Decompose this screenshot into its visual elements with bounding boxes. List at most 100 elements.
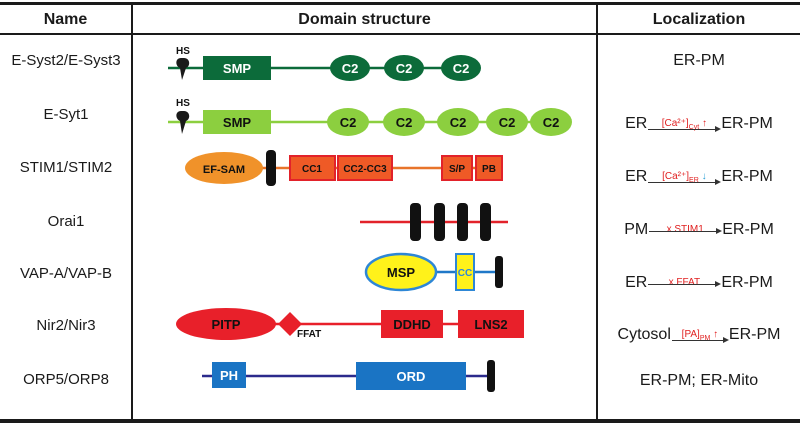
ef-sam-domain bbox=[185, 152, 263, 184]
ddhd-label: DDHD bbox=[393, 317, 431, 332]
condition-label: x STIM1 bbox=[666, 224, 704, 235]
cc-domain bbox=[455, 253, 475, 291]
transition-arrow: [PA]PM ↑ bbox=[671, 329, 729, 347]
localization-transition: ER[Ca²⁺]Cyt ↑ER-PM bbox=[598, 114, 800, 136]
hs-label: HS bbox=[176, 46, 190, 57]
cc-label: CC bbox=[458, 268, 472, 279]
header-domain-structure: Domain structure bbox=[298, 11, 431, 28]
smp-domain bbox=[203, 56, 271, 80]
loc-from: ER bbox=[625, 274, 648, 291]
transmembrane-segment bbox=[480, 203, 491, 241]
esyt23-structure: HS SMP C2 C2 C2 bbox=[168, 46, 481, 81]
ord-label: ORD bbox=[397, 369, 426, 384]
protein-name: ORP5/ORP8 bbox=[23, 371, 109, 388]
smp-label: SMP bbox=[223, 115, 252, 130]
c2-label: C2 bbox=[396, 61, 413, 76]
lns2-domain bbox=[458, 310, 524, 338]
loc-to: ER-PM bbox=[721, 274, 773, 291]
ffat-motif bbox=[278, 312, 302, 336]
header-rule bbox=[0, 33, 800, 35]
ddhd-domain bbox=[381, 310, 443, 338]
c2-label: C2 bbox=[499, 115, 516, 130]
loc-to: ER-PM bbox=[721, 168, 773, 185]
cc2-cc3-domain bbox=[337, 155, 393, 181]
transmembrane-segment bbox=[266, 150, 276, 186]
protein-name: Nir2/Nir3 bbox=[36, 317, 96, 334]
smp-label: SMP bbox=[223, 61, 252, 76]
protein-name: VAP-A/VAP-B bbox=[20, 265, 112, 282]
protein-name: E-Syt1 bbox=[43, 106, 89, 123]
pb-label: PB bbox=[482, 164, 496, 175]
localization-text: ER-PM bbox=[673, 52, 725, 69]
protein-name: STIM1/STIM2 bbox=[19, 159, 113, 176]
loc-to: ER-PM bbox=[721, 115, 773, 132]
hs-label: HS bbox=[176, 98, 190, 109]
condition-subscript: PM bbox=[699, 335, 711, 342]
nir-structure: PITP FFAT DDHD LNS2 bbox=[176, 308, 524, 340]
transmembrane-segment bbox=[457, 203, 468, 241]
loc-to: ER-PM bbox=[728, 326, 781, 343]
increase-arrow-icon: ↑ bbox=[713, 329, 719, 340]
c2-label: C2 bbox=[450, 115, 467, 130]
loc-to: ER-PM bbox=[722, 221, 774, 238]
loc-from: PM bbox=[624, 221, 649, 238]
c2-label: C2 bbox=[342, 61, 359, 76]
orp-structure: PH ORD bbox=[202, 360, 495, 392]
pitp-label: PITP bbox=[212, 317, 241, 332]
smp-domain bbox=[203, 110, 271, 134]
table-top-rule bbox=[0, 2, 800, 5]
condition-label: [Ca²⁺] bbox=[661, 118, 689, 129]
domain-structure-diagram: HS SMP C2 C2 C2 HS SMP C2 C2 C2 C2 bbox=[168, 46, 572, 392]
hairpin-anchor-icon bbox=[176, 58, 190, 80]
c2-domain bbox=[383, 108, 425, 136]
sp-domain bbox=[441, 155, 473, 181]
transition-arrow: x FFAT bbox=[648, 277, 722, 291]
cc1-label: CC1 bbox=[302, 164, 322, 175]
decrease-arrow-icon: ↓ bbox=[701, 171, 707, 182]
localization-transition: ER[Ca²⁺]ER ↓ER-PM bbox=[598, 167, 800, 189]
transition-arrow: x STIM1 bbox=[649, 224, 723, 238]
transition-arrow: [Ca²⁺]Cyt ↑ bbox=[648, 118, 722, 136]
localization-transition: PM x STIM1 ER-PM bbox=[598, 220, 800, 240]
lns2-label: LNS2 bbox=[474, 317, 507, 332]
c2-domain bbox=[441, 55, 481, 81]
protein-name: E-Syst2/E-Syst3 bbox=[11, 52, 121, 69]
msp-domain bbox=[364, 252, 438, 292]
orai1-structure bbox=[360, 203, 508, 241]
c2-domain bbox=[330, 55, 370, 81]
condition-label: [PA] bbox=[681, 329, 700, 340]
c2-domain bbox=[486, 108, 528, 136]
column-divider-1 bbox=[131, 4, 133, 420]
transmembrane-segment bbox=[410, 203, 421, 241]
esyt1-structure: HS SMP C2 C2 C2 C2 C2 bbox=[168, 98, 572, 136]
c2-label: C2 bbox=[453, 61, 470, 76]
stim-structure: EF-SAM CC1 CC2-CC3 S/P PB bbox=[185, 150, 503, 186]
table-bottom-rule bbox=[0, 419, 800, 423]
condition-label: x FFAT bbox=[668, 277, 701, 288]
c2-domain bbox=[327, 108, 369, 136]
ef-sam-label: EF-SAM bbox=[203, 164, 245, 176]
sp-label: S/P bbox=[449, 164, 465, 175]
c2-label: C2 bbox=[396, 115, 413, 130]
ffat-label: FFAT bbox=[297, 329, 321, 340]
loc-from: Cytosol bbox=[617, 326, 671, 343]
c2-domain bbox=[530, 108, 572, 136]
ph-domain bbox=[212, 362, 246, 388]
localization-transition: ER x FFAT ER-PM bbox=[598, 273, 800, 293]
condition-subscript: Cyt bbox=[688, 124, 700, 131]
condition-subscript: ER bbox=[689, 177, 699, 184]
hairpin-anchor-icon bbox=[176, 111, 190, 134]
transmembrane-segment bbox=[487, 360, 495, 392]
transmembrane-segment bbox=[495, 256, 503, 288]
transition-arrow: [Ca²⁺]ER ↓ bbox=[648, 171, 722, 189]
c2-domain bbox=[384, 55, 424, 81]
loc-from: ER bbox=[625, 168, 648, 185]
pb-domain bbox=[475, 155, 503, 181]
c2-label: C2 bbox=[340, 115, 357, 130]
increase-arrow-icon: ↑ bbox=[701, 118, 707, 129]
c2-domain bbox=[437, 108, 479, 136]
c2-label: C2 bbox=[543, 115, 560, 130]
protein-name: Orai1 bbox=[47, 213, 85, 230]
localization-transition: Cytosol[PA]PM ↑ER-PM bbox=[598, 325, 800, 347]
